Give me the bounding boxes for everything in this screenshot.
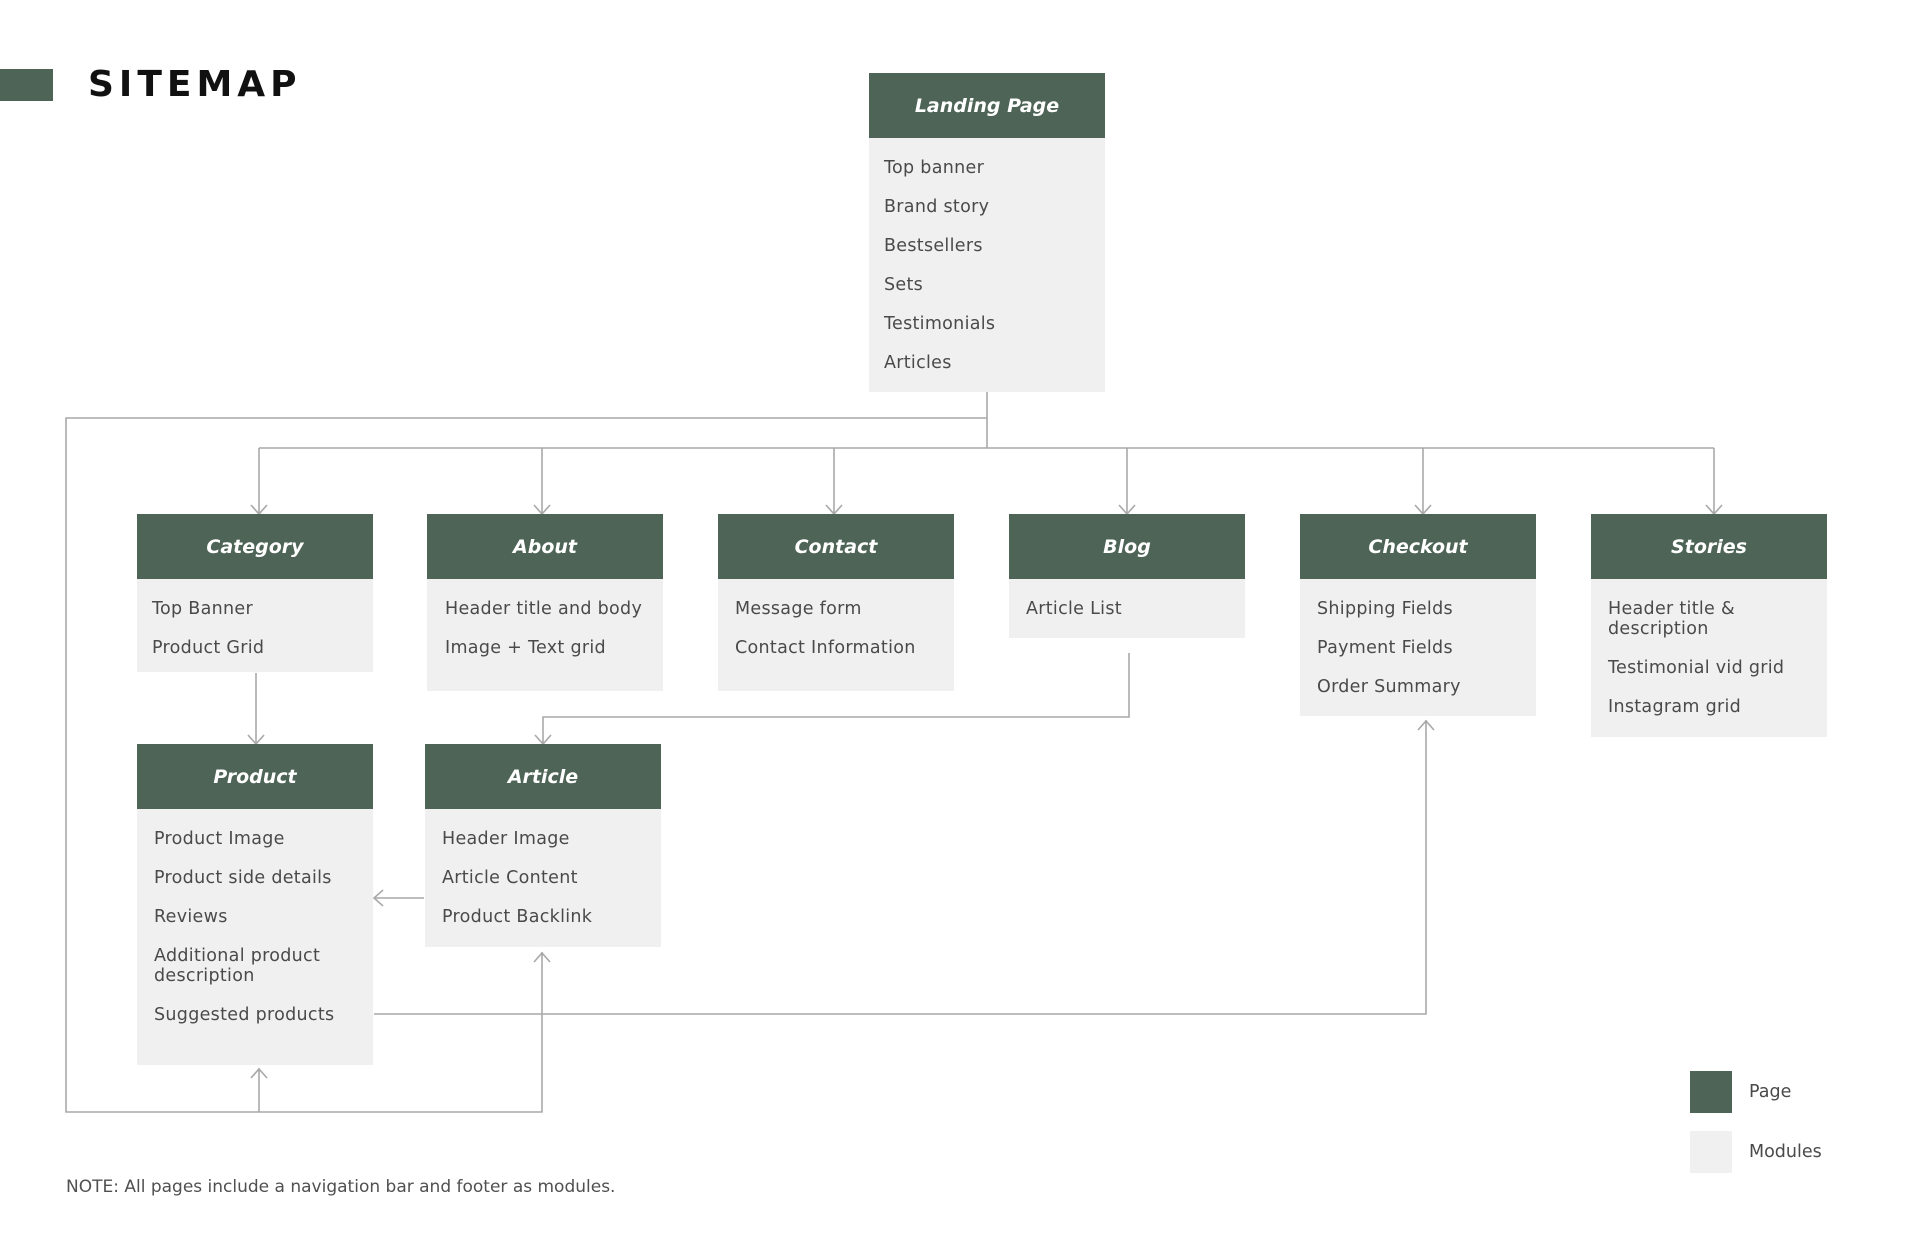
module-item: Article List xyxy=(1026,599,1122,619)
page-title-article: Article xyxy=(425,744,661,809)
module-item: Articles xyxy=(884,353,952,373)
module-item: Product Image xyxy=(154,829,285,849)
legend-modules-label: Modules xyxy=(1749,1142,1822,1162)
module-item: Product Backlink xyxy=(442,907,593,927)
module-item: Instagram grid xyxy=(1608,697,1742,717)
module-list-article: Header Image Article Content Product Bac… xyxy=(425,809,661,947)
legend-page: Page xyxy=(1690,1071,1791,1113)
page-card-contact: Contact Message form Contact Information xyxy=(718,514,954,691)
module-item: Testimonials xyxy=(884,314,996,334)
connector-product-checkout xyxy=(374,719,1435,1015)
module-item: Top Banner xyxy=(152,599,253,619)
legend-page-swatch xyxy=(1690,1071,1732,1113)
module-item: Shipping Fields xyxy=(1317,599,1453,619)
module-item: Brand story xyxy=(884,197,990,217)
connector-to-category xyxy=(250,448,268,516)
connector-to-stories xyxy=(1705,448,1723,516)
footnote: NOTE: All pages include a navigation bar… xyxy=(66,1177,616,1197)
module-list-landing: Top banner Brand story Bestsellers Sets … xyxy=(869,138,1105,392)
module-item: Contact Information xyxy=(735,638,916,658)
legend-page-label: Page xyxy=(1749,1082,1792,1102)
page-card-landing: Landing Page Top banner Brand story Best… xyxy=(869,73,1105,392)
connector-to-blog xyxy=(1118,448,1136,516)
connector-article-product xyxy=(372,889,424,907)
connector-category-product xyxy=(247,673,265,746)
module-item: Bestsellers xyxy=(884,236,983,256)
module-item: Order Summary xyxy=(1317,677,1461,697)
legend-modules-swatch xyxy=(1690,1131,1732,1173)
page-card-stories: Stories Header title & description Testi… xyxy=(1591,514,1827,737)
module-item: Header Image xyxy=(442,829,570,849)
connector-to-about xyxy=(533,448,551,516)
module-list-stories: Header title & description Testimonial v… xyxy=(1591,579,1827,737)
page-title-about: About xyxy=(427,514,663,579)
module-list-category: Top Banner Product Grid xyxy=(137,579,373,672)
page-card-blog: Blog Article List xyxy=(1009,514,1245,638)
page-title-blog: Blog xyxy=(1009,514,1245,579)
legend-modules: Modules xyxy=(1690,1131,1822,1173)
page-card-product: Product Product Image Product side detai… xyxy=(137,744,373,1065)
module-list-product: Product Image Product side details Revie… xyxy=(137,809,373,1065)
module-list-contact: Message form Contact Information xyxy=(718,579,954,691)
module-item: Suggested products xyxy=(154,1005,335,1025)
module-item: Product side details xyxy=(154,868,332,888)
page-title-landing: Landing Page xyxy=(869,73,1105,138)
module-item: Additional product description xyxy=(154,946,321,986)
page-title-contact: Contact xyxy=(718,514,954,579)
page-card-checkout: Checkout Shipping Fields Payment Fields … xyxy=(1300,514,1536,716)
module-item: Header title and body xyxy=(445,599,643,619)
module-list-blog: Article List xyxy=(1009,579,1245,638)
module-item: Image + Text grid xyxy=(445,638,606,658)
module-item: Payment Fields xyxy=(1317,638,1453,658)
page-title: SITEMAP xyxy=(88,64,302,105)
title-accent-bar xyxy=(0,69,53,101)
page-title-product: Product xyxy=(137,744,373,809)
module-item: Top banner xyxy=(884,158,985,178)
module-item: Product Grid xyxy=(152,638,265,658)
page-title-checkout: Checkout xyxy=(1300,514,1536,579)
page-title-stories: Stories xyxy=(1591,514,1827,579)
module-item: Message form xyxy=(735,599,862,619)
module-list-about: Header title and body Image + Text grid xyxy=(427,579,663,691)
module-item: Testimonial vid grid xyxy=(1608,658,1785,678)
module-item: Article Content xyxy=(442,868,578,888)
connector-to-contact xyxy=(825,448,843,516)
module-item: Sets xyxy=(884,275,924,295)
connector-landing-loop xyxy=(65,417,987,1113)
module-item: Header title & description xyxy=(1608,599,1735,639)
page-card-about: About Header title and body Image + Text… xyxy=(427,514,663,691)
page-card-category: Category Top Banner Product Grid xyxy=(137,514,373,672)
module-item: Reviews xyxy=(154,907,228,927)
page-card-article: Article Header Image Article Content Pro… xyxy=(425,744,661,947)
module-list-checkout: Shipping Fields Payment Fields Order Sum… xyxy=(1300,579,1536,716)
page-title-category: Category xyxy=(137,514,373,579)
connector-to-checkout xyxy=(1414,448,1432,516)
